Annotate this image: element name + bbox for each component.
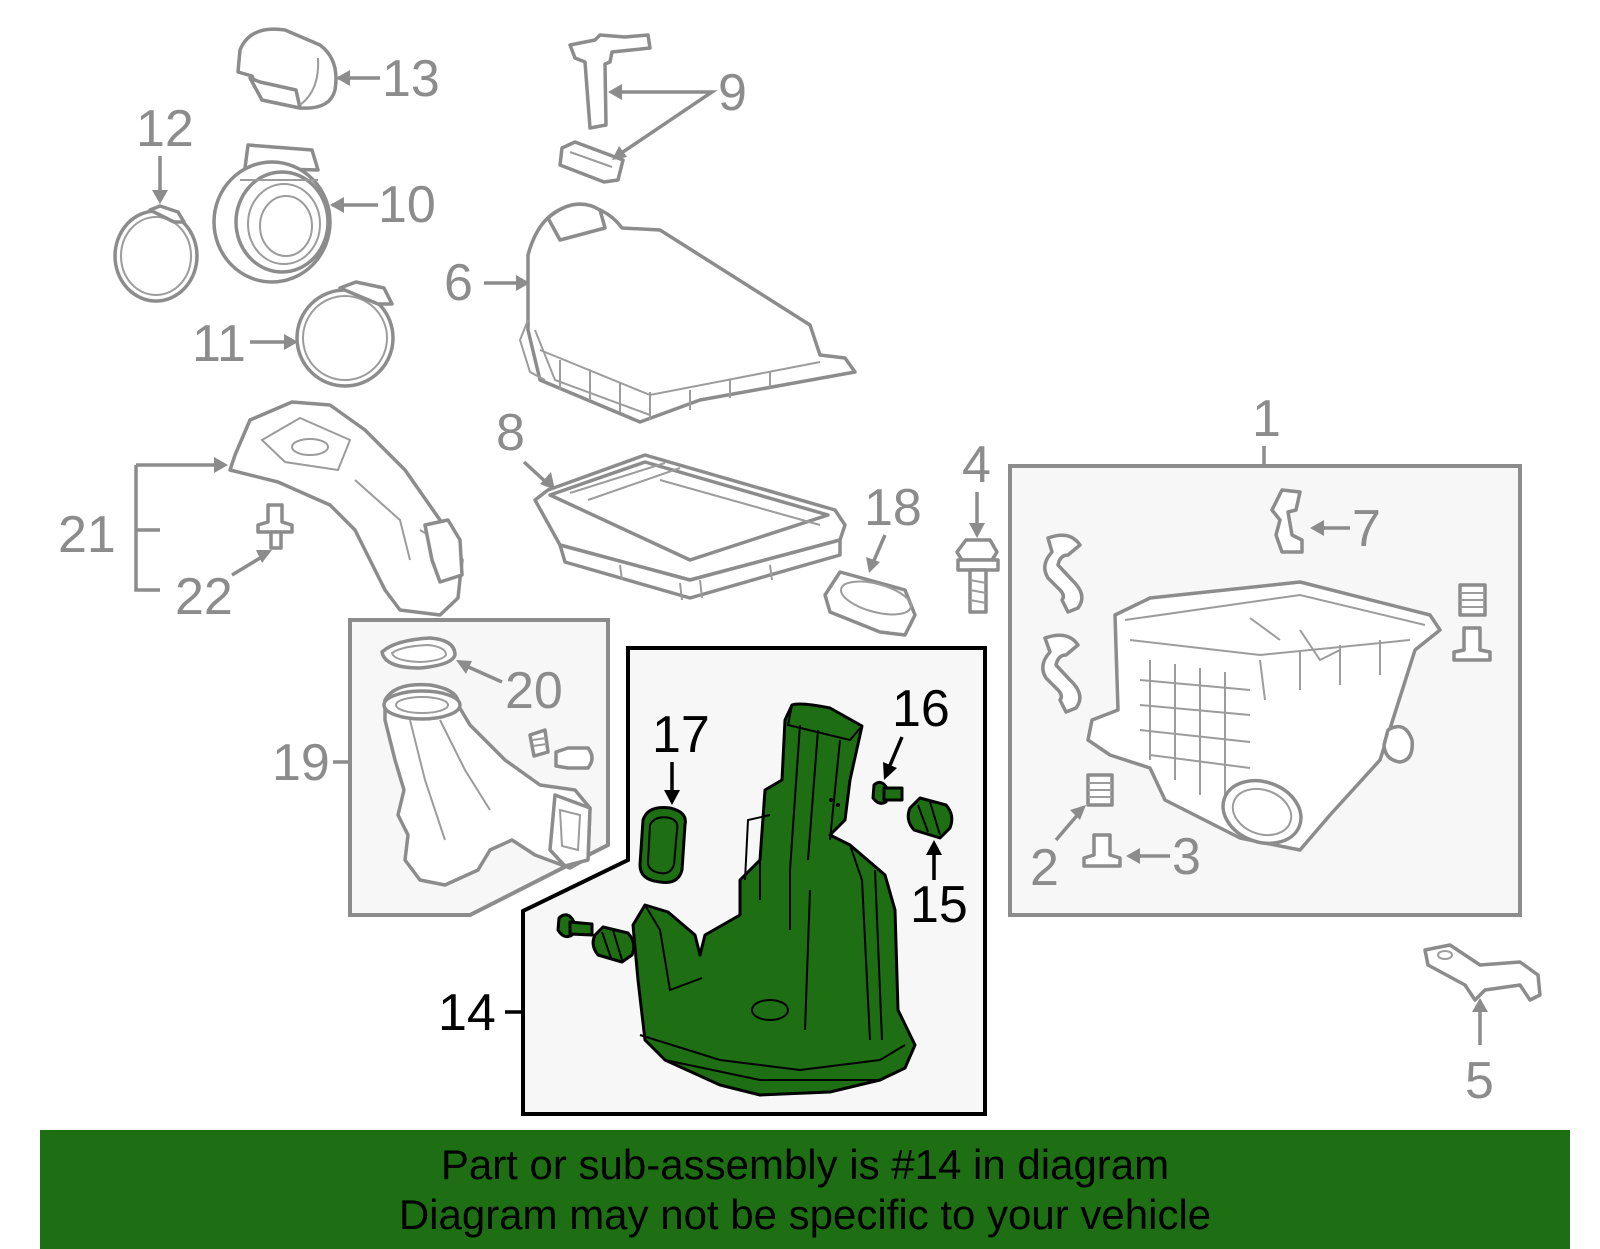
bracket-21 bbox=[134, 463, 220, 592]
leader-20 bbox=[463, 663, 503, 684]
part-17-gasket[interactable] bbox=[638, 806, 687, 884]
callout-11: 11 bbox=[192, 315, 246, 373]
callout-10: 10 bbox=[378, 176, 436, 234]
part-2-grommet[interactable] bbox=[1086, 773, 1114, 807]
part-1-clip-lower[interactable] bbox=[1041, 633, 1082, 714]
callout-1: 1 bbox=[1252, 390, 1281, 448]
callout-4: 4 bbox=[962, 436, 991, 494]
callout-6: 6 bbox=[444, 254, 473, 312]
arrowhead-8 bbox=[540, 472, 555, 490]
callout-2: 2 bbox=[1030, 839, 1059, 897]
callout-3: 3 bbox=[1172, 828, 1201, 886]
arrowhead-22 bbox=[256, 550, 272, 563]
arrowhead-20 bbox=[456, 660, 472, 674]
callout-13: 13 bbox=[382, 50, 440, 108]
callout-19: 19 bbox=[272, 734, 330, 792]
part-1-mount-bushing[interactable] bbox=[1382, 724, 1414, 764]
arrowhead-15 bbox=[926, 840, 942, 855]
arrowhead-9a bbox=[608, 84, 622, 100]
arrowhead-16 bbox=[883, 762, 897, 780]
banner-line-1: Part or sub-assembly is #14 in diagram bbox=[440, 1140, 1170, 1188]
callout-5: 5 bbox=[1465, 1052, 1494, 1110]
arrowhead-17 bbox=[664, 790, 680, 805]
callout-16: 16 bbox=[892, 680, 950, 738]
arrowhead-9b bbox=[612, 146, 627, 160]
arrowhead-21 bbox=[214, 457, 228, 473]
part-5-bracket[interactable] bbox=[1423, 943, 1542, 1002]
arrowhead-7 bbox=[1310, 520, 1324, 536]
part-12-clamp[interactable] bbox=[113, 204, 199, 303]
arrowhead-4 bbox=[969, 523, 985, 538]
part-6-upper-cover[interactable] bbox=[518, 202, 857, 424]
callout-17: 17 bbox=[652, 706, 710, 764]
part-4-bolt[interactable] bbox=[955, 538, 1000, 614]
part-11-clamp[interactable] bbox=[295, 280, 395, 388]
leader-9 bbox=[612, 90, 718, 160]
callout-18: 18 bbox=[864, 479, 922, 537]
part-20-gasket[interactable] bbox=[380, 636, 457, 670]
part-22-bolt[interactable] bbox=[256, 503, 294, 550]
callout-7: 7 bbox=[1352, 500, 1381, 558]
part-16-bolt[interactable] bbox=[871, 780, 904, 805]
callout-22: 22 bbox=[175, 568, 233, 626]
parts-diagram: 13 9 12 10 11 6 bbox=[58, 27, 1542, 1116]
part-1-grommet-right[interactable] bbox=[1452, 583, 1492, 662]
callout-8: 8 bbox=[496, 404, 525, 462]
callout-14: 14 bbox=[438, 984, 496, 1042]
part-19-resonator[interactable] bbox=[382, 682, 594, 887]
part-14-grommet-left[interactable] bbox=[591, 925, 636, 964]
leader-22 bbox=[231, 553, 266, 577]
callout-12: 12 bbox=[136, 100, 194, 158]
arrowhead-3 bbox=[1126, 848, 1140, 864]
part-1-clip-upper[interactable] bbox=[1043, 533, 1084, 614]
part-3-bolt[interactable] bbox=[1082, 833, 1122, 868]
part-14-highlighted-duct[interactable] bbox=[631, 702, 917, 1097]
info-banner: Part or sub-assembly is #14 in diagram D… bbox=[40, 1130, 1570, 1249]
part-8-air-filter[interactable] bbox=[533, 453, 847, 601]
arrowhead-11 bbox=[284, 334, 298, 350]
part-1-lower-housing[interactable] bbox=[1086, 580, 1442, 854]
leader-2 bbox=[1054, 810, 1082, 842]
part-14-bolt-left[interactable] bbox=[556, 913, 594, 939]
arrowhead-18 bbox=[866, 557, 880, 573]
arrowhead-13 bbox=[336, 70, 350, 86]
arrowhead-10 bbox=[330, 197, 344, 213]
part-7-clip[interactable] bbox=[1270, 488, 1304, 554]
part-15-grommet[interactable] bbox=[906, 796, 954, 840]
part-21-air-duct[interactable] bbox=[228, 400, 464, 617]
arrowhead-12 bbox=[152, 190, 168, 204]
banner-line-2: Diagram may not be specific to your vehi… bbox=[398, 1190, 1212, 1238]
arrowhead-2 bbox=[1070, 805, 1086, 820]
part-10-air-meter[interactable] bbox=[212, 143, 332, 284]
arrowhead-6 bbox=[516, 275, 530, 291]
callout-20: 20 bbox=[505, 662, 563, 720]
part-9-sensor[interactable] bbox=[558, 33, 652, 184]
callout-21: 21 bbox=[58, 506, 116, 564]
callout-15: 15 bbox=[910, 876, 968, 934]
leader-16 bbox=[886, 736, 904, 771]
callout-9: 9 bbox=[718, 64, 747, 122]
arrowhead-5 bbox=[1472, 998, 1488, 1012]
part-18-sleeve[interactable] bbox=[823, 570, 917, 637]
part-13-duct-cap[interactable] bbox=[236, 27, 338, 110]
